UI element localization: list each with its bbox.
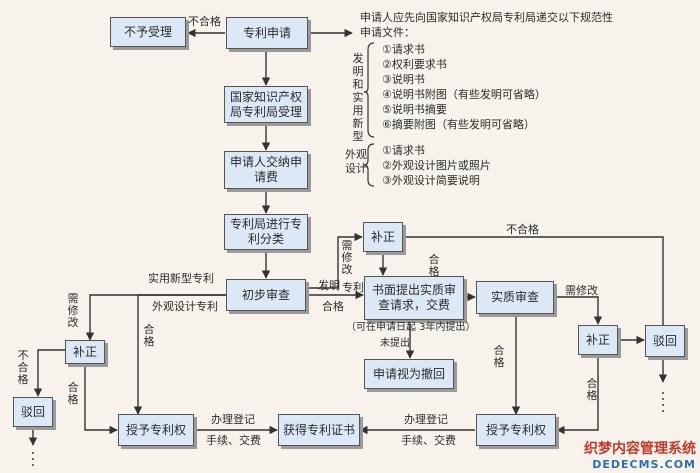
needs-revision-sub-label: 需修改: [565, 284, 598, 297]
design-doc-list: ①请求书 ②外观设计图片或照片 ③外观设计简要说明: [382, 143, 491, 188]
design-doc-item: ③外观设计简要说明: [382, 174, 480, 187]
qualified-left-vertical-label: 合格: [143, 323, 155, 348]
patent-application-box: 专利申请: [226, 17, 308, 49]
design-group-label: 外观设计: [345, 148, 367, 175]
reject-right-box: 驳回: [645, 325, 685, 357]
watermark-line2: DEDECMS.COM: [592, 458, 696, 471]
invention-doc-item: ⑤说明书摘要: [382, 103, 447, 116]
written-request-box: 书面提出实质审查请求，交费: [364, 276, 464, 320]
invention-group-label: 发明和实用新型: [352, 52, 364, 143]
register-right-2-label: 手续、交费: [401, 434, 456, 447]
docs-intro-text: 申请人应先向国家知识产权局专利局递交以下规范性申请文件：: [360, 11, 613, 39]
fail-left-label: 不合格: [17, 349, 29, 386]
invention-doc-item: ④说明书附图（有些发明可省略）: [382, 88, 546, 101]
watermark-line1: 织梦内容管理系统: [584, 441, 696, 457]
invention-doc-item: ③说明书: [382, 73, 425, 86]
sipo-accept-box: 国家知识产权局专利局受理: [224, 86, 308, 123]
supplement-top-box: 补正: [363, 222, 403, 252]
substantive-exam-box: 实质审查: [476, 281, 554, 314]
fail-top-right-label: 不合格: [506, 223, 539, 236]
qualified-substantive-label: 合格: [493, 344, 505, 369]
utility-model-label: 实用新型专利: [148, 272, 214, 285]
needs-revision-left-label: 需修改: [67, 292, 79, 329]
qualified-supplement-top-label: 合格: [428, 253, 440, 278]
deemed-withdrawn-box: 申请视为撤回: [364, 359, 454, 389]
design-doc-item: ①请求书: [382, 144, 425, 157]
grant-right-box: 授予专利权: [476, 414, 556, 446]
watermark: 织梦内容管理系统 DEDECMS.COM: [584, 438, 696, 471]
classification-box: 专利局进行专利分类: [224, 214, 308, 250]
pay-fee-box: 申请人交纳申请费: [224, 151, 308, 189]
certificate-box: 获得专利证书: [278, 414, 360, 446]
qualified-left-supp-label: 合格: [67, 381, 79, 406]
fail-top-label: 不合格: [188, 15, 221, 28]
reject-top-box: 不予受理: [110, 17, 186, 47]
design-doc-item: ②外观设计图片或照片: [382, 159, 491, 172]
needs-revision-pre-label: 需修改: [341, 239, 353, 276]
invention-doc-item: ①请求书: [382, 43, 425, 56]
docs-intro: 申请人应先向国家知识产权局专利局递交以下规范性申请文件：: [360, 10, 620, 40]
reject-left-box: 驳回: [13, 397, 53, 427]
within-3-years-label: （可在申请日起 3年内提出）: [346, 322, 476, 333]
preliminary-exam-box: 初步审查: [226, 279, 306, 311]
grant-left-box: 授予专利权: [118, 414, 194, 446]
qualified-request-label: 合格: [322, 300, 344, 313]
register-left-2-label: 手续、交费: [206, 434, 261, 447]
invention-label-1: 发明: [318, 279, 340, 292]
qualified-right-label: 合格: [586, 377, 598, 402]
register-left-1-label: 办理登记: [211, 413, 255, 426]
supplement-left-box: 补正: [65, 340, 105, 364]
invention-doc-list: ①请求书 ②权利要求书 ③说明书 ④说明书附图（有些发明可省略） ⑤说明书摘要 …: [382, 42, 546, 132]
register-right-1-label: 办理登记: [404, 413, 448, 426]
invention-doc-item: ②权利要求书: [382, 58, 447, 71]
design-patent-label: 外观设计专利: [152, 300, 218, 313]
supplement-right-box: 补正: [578, 325, 618, 355]
invention-label-2: 专利: [342, 281, 364, 294]
invention-doc-item: ⑥摘要附图（有些发明可省略）: [382, 118, 535, 131]
not-filed-label: 未提出: [380, 338, 410, 349]
